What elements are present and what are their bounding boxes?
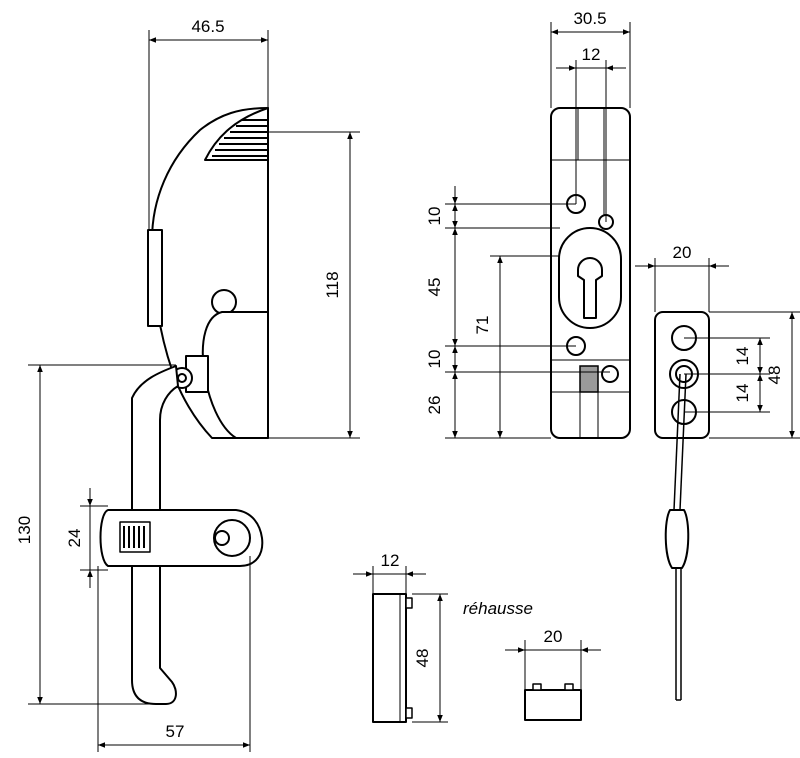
clamp-grip-lines <box>123 526 145 548</box>
dimension-12-top: 12 <box>556 45 626 222</box>
dim-label-26: 26 <box>425 396 444 415</box>
lock-body-side-view <box>147 107 269 439</box>
dimension-46-5: 46.5 <box>148 17 269 230</box>
dimension-stack-left: 10 45 10 26 71 <box>425 186 610 439</box>
dimension-48-block: 48 <box>412 593 448 723</box>
dim-label-30-5: 30.5 <box>573 9 606 28</box>
dimension-12-block: 12 <box>353 551 426 594</box>
latch-bolt <box>579 365 599 393</box>
grip-hatching <box>212 119 268 157</box>
dimension-20-rehausse: 20 <box>505 627 601 690</box>
dimension-24: 24 <box>65 488 108 588</box>
spacer-block-view <box>372 593 413 723</box>
dim-label-12-top: 12 <box>582 45 601 64</box>
keeper-plate-view <box>654 311 710 701</box>
dimension-20-plate: 20 <box>635 243 729 312</box>
rehausse-label: réhausse <box>463 599 533 618</box>
dim-label-12-block: 12 <box>381 551 400 570</box>
dimension-57: 57 <box>97 556 251 752</box>
dimension-30-5: 30.5 <box>550 9 631 108</box>
dim-label-10-b: 10 <box>425 350 444 369</box>
dim-label-20-rehausse: 20 <box>544 627 563 646</box>
rehausse-piece-view <box>524 683 582 721</box>
dim-label-118: 118 <box>323 271 342 298</box>
dim-label-20-plate: 20 <box>673 243 692 262</box>
dim-label-130: 130 <box>15 516 34 544</box>
dim-label-14-b: 14 <box>733 384 752 403</box>
dim-label-57: 57 <box>166 722 185 741</box>
front-plate-view <box>550 107 631 439</box>
dim-label-48-plate: 48 <box>765 366 784 385</box>
dim-label-10-a: 10 <box>425 207 444 226</box>
lever-handle <box>99 365 264 705</box>
dimension-14-14-48: 14 14 48 <box>684 311 800 439</box>
dim-label-48-block: 48 <box>413 649 432 668</box>
dim-label-24: 24 <box>65 529 84 548</box>
dim-label-45: 45 <box>425 278 444 297</box>
dim-label-14-a: 14 <box>733 347 752 366</box>
dim-label-46-5: 46.5 <box>191 17 224 36</box>
dimension-118: 118 <box>268 131 360 439</box>
dim-label-71: 71 <box>473 316 492 335</box>
dimension-130: 130 <box>15 364 176 705</box>
